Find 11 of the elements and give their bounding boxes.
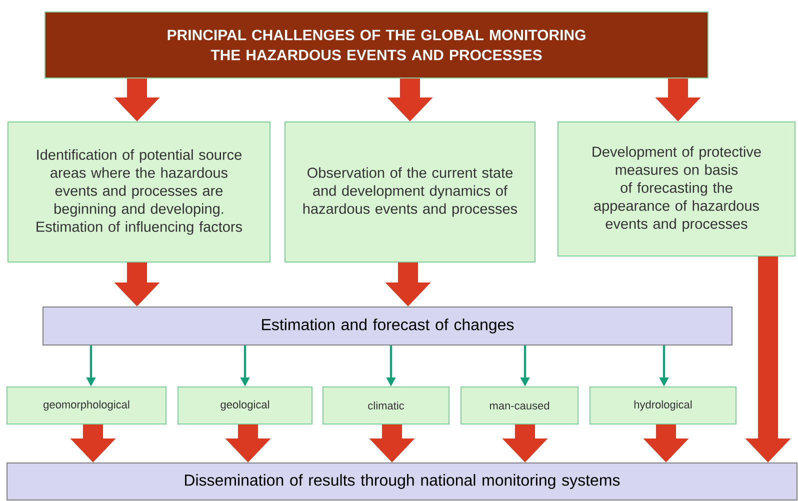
process-bar: Dissemination of results through national monitoring systems — [6, 462, 798, 500]
text-box: Development of protective measures on basis of forecasting the appearance of hazardous events and processes — [558, 122, 796, 256]
text-box: Observation of the current state and development dynamics of hazardous events and processes — [284, 122, 536, 262]
process-bar: Estimation and forecast of changes — [42, 306, 732, 346]
category-box: geomorphological — [6, 386, 166, 424]
title-banner: PRINCIPAL CHALLENGES OF THE GLOBAL MONITORING THE HAZARDOUS EVENTS AND PROCESSES — [44, 12, 708, 78]
text-box: Identification of potential source areas where the hazardous events and processes are beginning and developing. Estimation of influencing factors — [8, 122, 270, 262]
category-box: man-caused — [460, 386, 578, 424]
category-box: climatic — [322, 386, 450, 424]
category-box: geological — [178, 386, 312, 424]
category-box: hydrological — [590, 386, 736, 424]
